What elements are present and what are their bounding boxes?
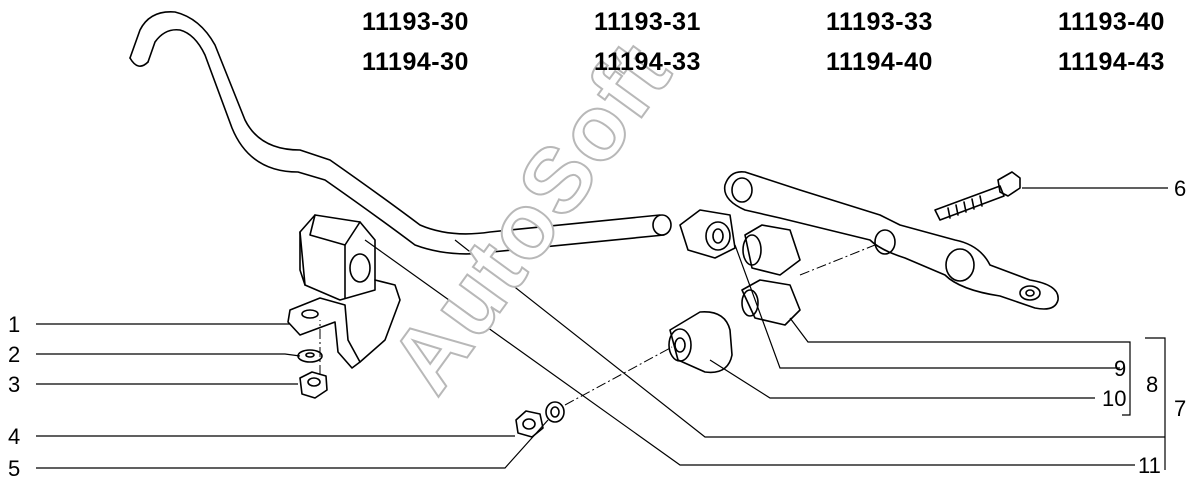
part-number-11194-40: 11194-40 xyxy=(826,48,933,76)
stabilizer-bar xyxy=(129,11,672,255)
arm-bushing-large xyxy=(668,311,733,374)
part-number-11193-30: 11193-30 xyxy=(362,8,469,36)
callout-8: 8 xyxy=(1146,372,1159,397)
nut-3 xyxy=(299,371,328,399)
part-number-11194-30: 11194-30 xyxy=(362,48,469,76)
nut-4 xyxy=(515,410,544,438)
bar-bushing xyxy=(299,214,376,301)
callout-4: 4 xyxy=(8,424,21,449)
part-number-11194-43: 11194-43 xyxy=(1058,48,1165,76)
control-arm xyxy=(723,170,1059,310)
washer-5 xyxy=(545,401,565,423)
part-number-11193-40: 11193-40 xyxy=(1058,8,1165,36)
part-number-11194-33: 11194-33 xyxy=(594,48,701,76)
bushing-sleeve-3 xyxy=(741,279,801,326)
bolt-6 xyxy=(934,171,1021,221)
part-number-11193-31: 11193-31 xyxy=(594,8,701,36)
callout-11: 11 xyxy=(1138,453,1161,478)
callout-9: 9 xyxy=(1114,356,1127,381)
callout-1: 1 xyxy=(8,312,21,337)
callout-5: 5 xyxy=(8,456,21,481)
bushing-sleeve-2 xyxy=(742,224,801,276)
callout-10: 10 xyxy=(1102,386,1127,411)
callout-6: 6 xyxy=(1174,176,1187,201)
leader-lines xyxy=(36,187,1168,470)
bushing-sleeve-1 xyxy=(679,209,736,259)
washer-2 xyxy=(297,349,323,363)
part-number-11193-33: 11193-33 xyxy=(826,8,933,36)
bushing-clamp xyxy=(287,279,401,369)
callout-2: 2 xyxy=(8,342,21,367)
callout-7: 7 xyxy=(1174,396,1187,421)
callout-3: 3 xyxy=(8,372,21,397)
